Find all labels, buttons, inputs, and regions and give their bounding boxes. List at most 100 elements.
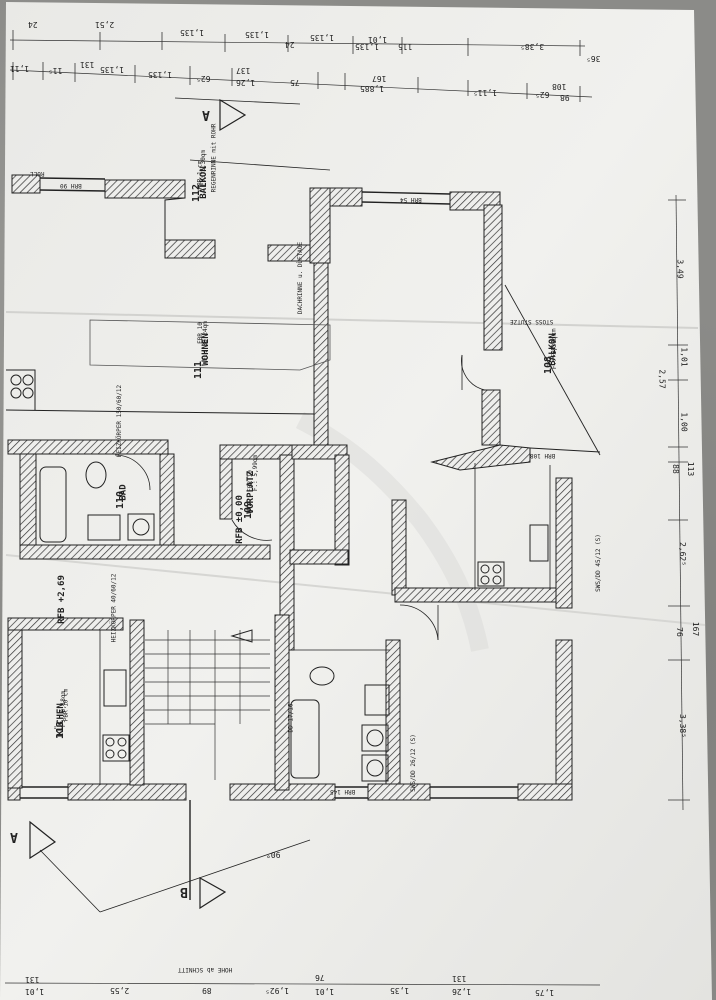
room-area: F.: 5,99qm — [252, 454, 260, 492]
section-line — [39, 849, 101, 913]
wall — [159, 453, 175, 555]
brh-label: BRH 108 — [530, 452, 556, 459]
wall — [274, 614, 290, 791]
dim-line — [9, 69, 593, 98]
room-line — [5, 409, 315, 415]
kitchen-counter — [6, 369, 36, 410]
washing-machine — [361, 724, 389, 752]
stoss-label: STOSS STUTZE — [510, 318, 554, 325]
fold-line — [5, 554, 706, 626]
wall — [367, 783, 431, 801]
bathtub — [39, 466, 67, 543]
window-line — [361, 191, 451, 195]
room-area: F.: 5,30qm — [200, 149, 208, 187]
dim-label: 36⁵ — [586, 54, 601, 63]
dim-label: 24 — [28, 20, 38, 29]
dim-label: 11⁵ — [48, 66, 63, 75]
heizung-label: HEIZKÖRPER 150/60/12 — [116, 384, 124, 458]
dim-label: 1,135 — [245, 30, 270, 39]
dim-label: 76 — [674, 627, 684, 637]
washing-machine — [127, 513, 155, 541]
dim-label: 89 — [202, 986, 212, 995]
wall — [289, 549, 349, 565]
wall — [19, 453, 37, 555]
sink — [103, 669, 127, 707]
dim-label: 1,11⁵ — [473, 88, 498, 97]
dim-label: 1,885 — [360, 84, 385, 93]
dim-label: 1,01 — [315, 987, 335, 996]
section-line — [174, 97, 301, 105]
wall — [309, 187, 331, 264]
washing-machine — [361, 754, 389, 782]
dim-label: 1,75 — [535, 988, 555, 997]
wall — [129, 619, 145, 786]
dim-label: 88 — [670, 464, 680, 474]
dim-label: 2,51 — [95, 20, 115, 29]
stove — [102, 734, 130, 762]
dim-label: 108 — [552, 82, 567, 91]
dim-label: 3,38⁵ — [678, 713, 688, 739]
dim-label: 1,135 — [310, 33, 335, 42]
floor-level-label: RFB +2,69 — [56, 575, 67, 624]
section-letter-top: A — [202, 107, 210, 122]
wall — [291, 444, 348, 460]
dim-label: 1,11 — [10, 64, 30, 73]
bathtub — [290, 699, 320, 779]
dim-label: 167 — [372, 74, 387, 83]
dim-label: 75 — [290, 78, 300, 87]
sws-label: SWS/DD 26/12 (S) — [409, 734, 417, 792]
dim-label: 2,55 — [110, 986, 130, 995]
sofa — [89, 319, 331, 371]
room-name: BAD — [118, 484, 129, 501]
room-area: F.: 30,24qm — [201, 321, 209, 361]
dim-label: 1,35 — [390, 986, 410, 995]
door-swing — [114, 454, 151, 491]
wall — [19, 544, 271, 560]
stove-burner — [480, 564, 490, 574]
dim-label: 1,135 — [180, 28, 205, 37]
dim-label: 1,92⁵ — [265, 986, 290, 995]
dim-ticks-right — [668, 199, 690, 801]
room-note: REGENRINNE mit ROHR — [210, 123, 218, 193]
section-letter-b: B — [180, 884, 188, 899]
stove-burner — [10, 374, 22, 386]
wall — [430, 444, 531, 471]
washing-machine-drum — [132, 518, 150, 536]
dim-label: 131 — [80, 60, 95, 69]
dim-label: 76 — [315, 973, 325, 982]
toilet — [85, 461, 107, 489]
section-marker-b — [199, 876, 227, 910]
stove-burner — [105, 737, 115, 747]
balcony-railing — [504, 284, 601, 456]
wall — [313, 262, 329, 449]
dim-line — [9, 39, 586, 47]
wall — [7, 617, 23, 789]
dim-ticks-top — [12, 30, 581, 102]
wall — [555, 639, 573, 801]
dim-label: 98 — [560, 93, 570, 102]
fold-line — [5, 311, 699, 329]
dim-label: 113 — [686, 461, 696, 477]
room-area: F.: 5,30qm — [551, 332, 559, 370]
wall — [481, 389, 501, 446]
window-line — [39, 189, 106, 192]
stove-burner — [105, 749, 115, 759]
wall — [394, 587, 571, 603]
sws-label: SWS/DD 45/12 (S) — [594, 534, 602, 592]
wall — [104, 179, 186, 199]
dim-label: 62⁵ — [535, 90, 550, 99]
wall — [391, 499, 407, 596]
dim-label: 1,135 — [100, 65, 125, 74]
staircase — [145, 630, 270, 780]
roll-label: ROLL — [30, 170, 45, 177]
dim-label: 1,01 — [679, 347, 689, 367]
section-marker-a — [29, 820, 57, 860]
dim-line — [675, 194, 684, 811]
sink — [364, 684, 390, 716]
stair-arrow — [230, 629, 253, 643]
dim-label: 131 — [452, 974, 467, 983]
dd-label: DD 17/16 — [287, 703, 295, 733]
angle-label: 90° — [266, 850, 281, 859]
